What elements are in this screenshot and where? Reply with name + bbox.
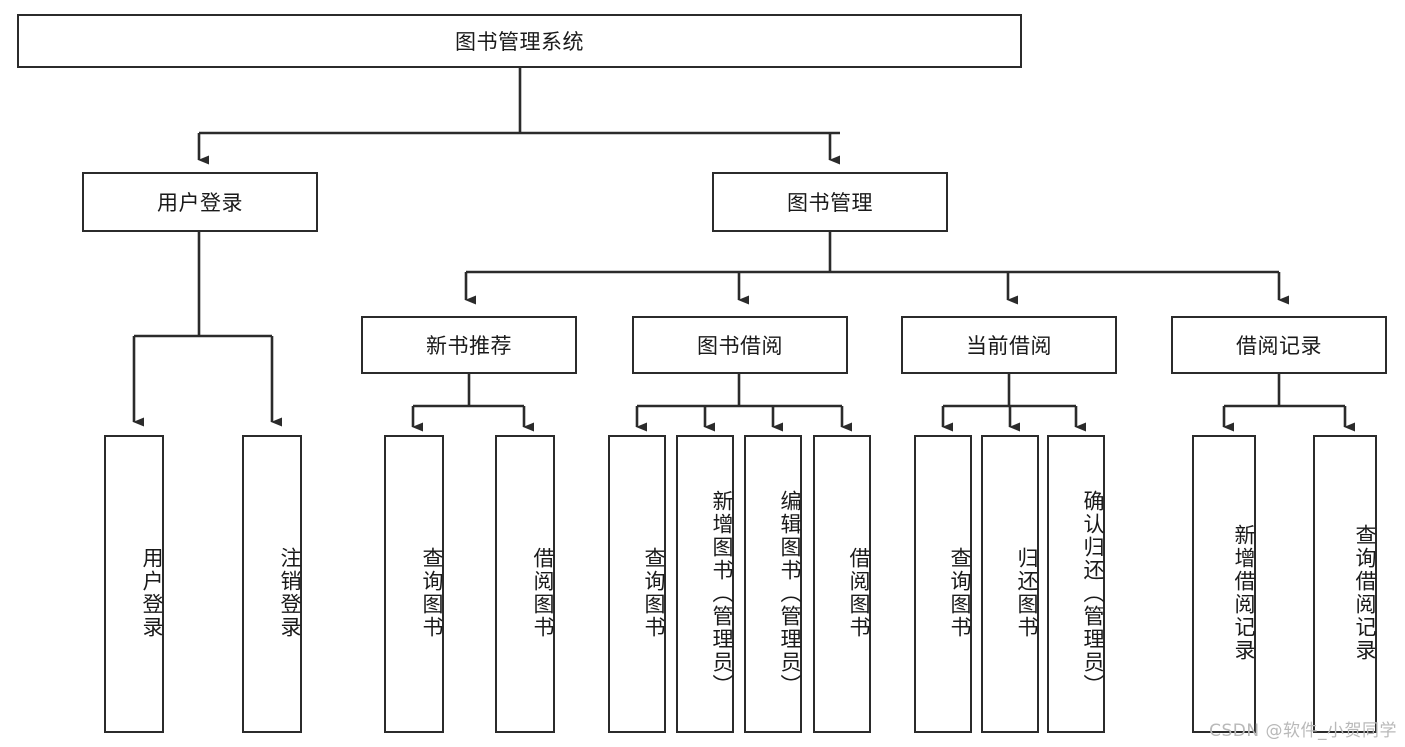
leaf-label: 查询图书 bbox=[642, 547, 666, 639]
leaf-borrow-borrow-book[interactable]: 借阅图书 bbox=[813, 435, 871, 733]
leaf-new-book-borrow[interactable]: 借阅图书 bbox=[495, 435, 555, 733]
leaf-label: 归还图书 bbox=[1015, 547, 1039, 639]
leaf-label: 借阅图书 bbox=[531, 547, 555, 639]
node-borrow-record-label: 借阅记录 bbox=[1236, 334, 1322, 358]
node-book-borrow-label: 图书借阅 bbox=[697, 334, 783, 358]
node-user-login-label: 用户登录 bbox=[157, 191, 243, 215]
leaf-label: 新增借阅记录 bbox=[1232, 524, 1256, 662]
leaf-new-book-query[interactable]: 查询图书 bbox=[384, 435, 444, 733]
node-current-borrow-label: 当前借阅 bbox=[966, 334, 1052, 358]
node-new-book-recommend-label: 新书推荐 bbox=[426, 334, 512, 358]
leaf-label: 查询图书 bbox=[420, 547, 444, 639]
node-book-borrow[interactable]: 图书借阅 bbox=[632, 316, 848, 374]
leaf-borrow-edit-book[interactable]: 编辑图书（管理员） bbox=[744, 435, 802, 733]
leaf-record-add-record[interactable]: 新增借阅记录 bbox=[1192, 435, 1256, 733]
leaf-label: 查询借阅记录 bbox=[1353, 524, 1377, 662]
leaf-current-return-book[interactable]: 归还图书 bbox=[981, 435, 1039, 733]
node-borrow-record[interactable]: 借阅记录 bbox=[1171, 316, 1387, 374]
node-current-borrow[interactable]: 当前借阅 bbox=[901, 316, 1117, 374]
leaf-label: 注销登录 bbox=[278, 547, 302, 639]
node-book-manage-label: 图书管理 bbox=[787, 191, 873, 215]
node-root-label: 图书管理系统 bbox=[455, 30, 584, 54]
leaf-label: 新增图书（管理员） bbox=[710, 489, 734, 697]
leaf-label: 确认归还（管理员） bbox=[1081, 489, 1105, 697]
leaf-label: 查询图书 bbox=[948, 547, 972, 639]
node-book-manage[interactable]: 图书管理 bbox=[712, 172, 948, 232]
leaf-label: 借阅图书 bbox=[847, 547, 871, 639]
leaf-label: 用户登录 bbox=[140, 547, 164, 639]
leaf-user-login-login[interactable]: 用户登录 bbox=[104, 435, 164, 733]
node-root[interactable]: 图书管理系统 bbox=[17, 14, 1022, 68]
node-new-book-recommend[interactable]: 新书推荐 bbox=[361, 316, 577, 374]
node-user-login[interactable]: 用户登录 bbox=[82, 172, 318, 232]
leaf-borrow-add-book[interactable]: 新增图书（管理员） bbox=[676, 435, 734, 733]
leaf-current-query-book[interactable]: 查询图书 bbox=[914, 435, 972, 733]
leaf-user-login-logout[interactable]: 注销登录 bbox=[242, 435, 302, 733]
leaf-current-confirm-return[interactable]: 确认归还（管理员） bbox=[1047, 435, 1105, 733]
leaf-borrow-query-book[interactable]: 查询图书 bbox=[608, 435, 666, 733]
leaf-label: 编辑图书（管理员） bbox=[778, 489, 802, 697]
leaf-record-query-record[interactable]: 查询借阅记录 bbox=[1313, 435, 1377, 733]
